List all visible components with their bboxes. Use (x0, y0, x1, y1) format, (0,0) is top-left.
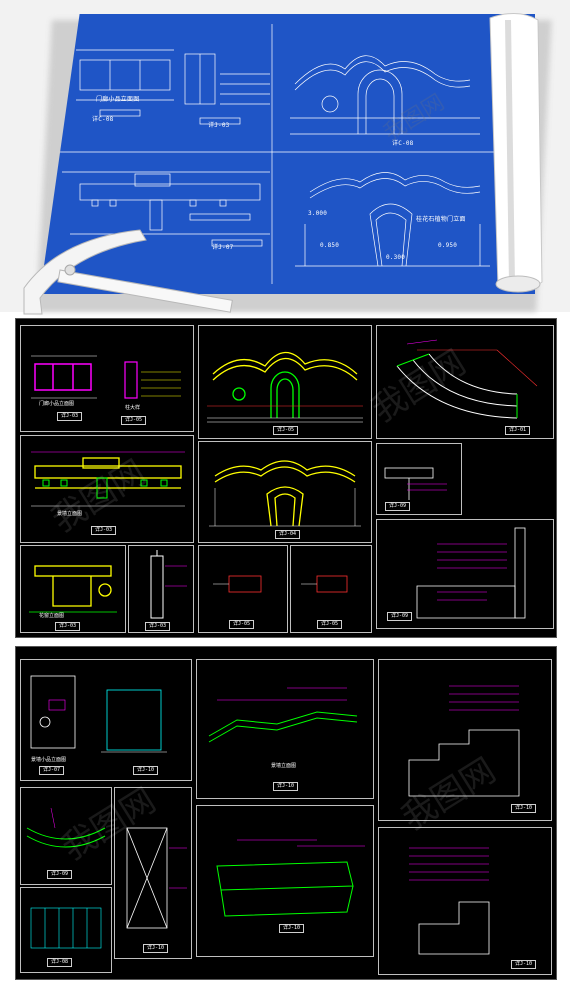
cad-sheet-2: 景墙小品立面图 详J-07 详J-10 景墙立面图 详J-10 详J-10 (15, 646, 557, 980)
panel-grid-plan: 详J-08 (20, 887, 112, 973)
cad-sheet-1: 门廊小品立面图 详J-03 柱大样 详J-05 详J-05 (15, 318, 557, 638)
panel-tag: 详J-05 (229, 620, 255, 629)
panel-curved-wall: 详J-09 (20, 787, 112, 885)
panel-step-section-2: 详J-10 (378, 827, 552, 975)
panel-caption: 门廊小品立面图 (39, 401, 75, 407)
panel-tag: 详J-03 (91, 526, 117, 535)
panel-tag-2: 详J-05 (121, 416, 147, 425)
blueprint-sheet: 门廊小品立面图 详C-08 详J-03 详J-07 详C-08 桂花石植物门立面… (40, 14, 535, 294)
panel-lattice-window: 花窗立面图 详J-03 (20, 545, 126, 633)
panel-curved-elevation: 详J-10 (196, 805, 374, 957)
blueprint-mockup: 门廊小品立面图 详C-08 详J-03 详J-07 详C-08 桂花石植物门立面… (0, 0, 570, 315)
panel-tag: 详J-10 (511, 960, 537, 969)
panel-tag: 详J-07 (39, 766, 65, 775)
bp-label-f: 桂花石植物门立面 (416, 216, 466, 223)
bp-label-a: 门廊小品立面图 (96, 96, 140, 103)
panel-caption-2: 柱大样 (125, 405, 141, 411)
panel-caption: 花窗立面图 (39, 613, 65, 619)
panel-small-section-2: 详J-05 (290, 545, 372, 633)
bp-label-d: 详J-07 (212, 244, 234, 251)
panel-tag: 详J-09 (387, 612, 413, 621)
panel-tag: 详J-09 (385, 502, 411, 511)
protractor-ruler (23, 229, 233, 315)
panel-section-detail: 详J-09 (376, 443, 462, 515)
panel-frame-detail: 详J-10 (114, 787, 192, 959)
panel-tag: 详J-03 (145, 622, 171, 631)
bp-label-e: 详C-08 (392, 140, 414, 147)
panel-gate-elevation: 门廊小品立面图 详J-03 柱大样 详J-05 (20, 325, 194, 432)
panel-tag-2: 详J-10 (133, 766, 159, 775)
panel-caption: 景墙立面图 (57, 511, 83, 517)
panel-wall-plan: 景墙小品立面图 详J-07 详J-10 (20, 659, 192, 781)
panel-tag: 详J-03 (55, 622, 81, 631)
panel-arch-elevation: 详J-05 (198, 325, 372, 439)
panel-caption: 景墙立面图 (271, 763, 297, 769)
panel-tag: 详J-01 (505, 426, 531, 435)
panel-tag: 详J-04 (275, 530, 301, 539)
panel-tag: 详J-09 (47, 870, 73, 879)
panel-tag: 详J-05 (317, 620, 343, 629)
panel-caption: 景墙小品立面图 (31, 757, 67, 763)
blueprint-drawing (50, 24, 510, 284)
bp-label-j: 0.300 (386, 254, 406, 261)
panel-wall-elevation: 景墙立面图 详J-03 (20, 435, 194, 543)
panel-column-detail: 详J-03 (128, 545, 194, 633)
panel-tag: 详J-10 (273, 782, 299, 791)
panel-curved-plan: 详J-01 (376, 325, 554, 439)
panel-tag: 详J-10 (143, 944, 169, 953)
panel-step-section: 详J-10 (378, 659, 552, 821)
panel-tag: 详J-05 (273, 426, 299, 435)
panel-tag: 详J-10 (511, 804, 537, 813)
panel-tag: 详J-08 (47, 958, 73, 967)
bp-label-c: 详J-03 (208, 122, 230, 129)
bp-label-i: 0.950 (438, 242, 458, 249)
panel-wall-section: 详J-09 (376, 519, 554, 629)
paper-roll (489, 13, 543, 293)
panel-small-section: 详J-05 (198, 545, 288, 633)
panel-tag: 详J-03 (57, 412, 83, 421)
panel-wall-elevation-long: 景墙立面图 详J-10 (196, 659, 374, 799)
panel-arch-elevation-2: 详J-04 (198, 441, 372, 543)
bp-label-h: 0.850 (320, 242, 340, 249)
panel-tag: 详J-10 (279, 924, 305, 933)
bp-label-b: 详C-08 (92, 116, 114, 123)
bp-label-g: 3.000 (308, 210, 328, 217)
